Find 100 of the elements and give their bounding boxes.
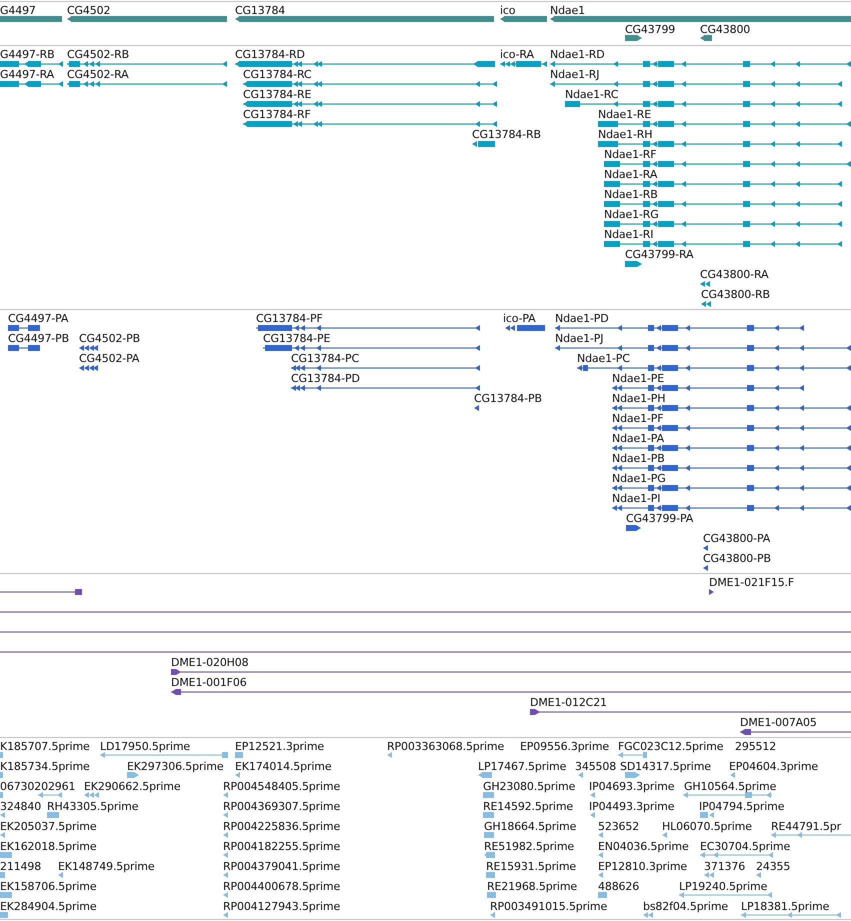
feature-label: RE15931.5prime	[486, 860, 576, 873]
feature-label: CG13784-RC	[243, 68, 312, 81]
feature-label: CG4502-PA	[79, 352, 140, 365]
feature-label: CG13784-PD	[291, 372, 360, 385]
feature-label: ico-PA	[503, 312, 536, 325]
feature-label: K185734.5prime	[0, 760, 90, 773]
feature-label: 488626	[598, 880, 640, 893]
feature-label: LD17950.5prime	[100, 740, 190, 753]
feature-label: RP004379041.5prime	[223, 860, 340, 873]
feature-label: IP04794.5prime	[699, 800, 784, 813]
feature-label: CG13784-RB	[472, 128, 541, 141]
feature-label: RP004369307.5prime	[223, 800, 340, 813]
feature-label: EP04604.3prime	[729, 760, 818, 773]
feature-label: Ndae1-RJ	[550, 68, 600, 81]
feature-label: DME1-001F06	[171, 676, 247, 689]
feature-label: ico-RA	[500, 48, 534, 61]
feature-label: CG13784-PF	[256, 312, 323, 325]
feature-label: RP004127943.5prime	[223, 900, 340, 913]
feature-label: EP09556.3prime	[520, 740, 610, 753]
feature-label: G4497	[0, 4, 36, 17]
feature-label: Ndae1-PG	[612, 472, 666, 485]
feature-label: IP04693.3prime	[589, 780, 674, 793]
feature-label: CG43800-PA	[703, 532, 770, 545]
feature-label: RP004548405.5prime	[223, 780, 340, 793]
feature-label: EK148749.5prime	[58, 860, 154, 873]
feature-label: CG43800-RB	[701, 288, 770, 301]
feature-label: Ndae1-PC	[577, 352, 630, 365]
feature-label: Ndae1-RA	[604, 168, 658, 181]
feature-label: G4497-RA	[0, 68, 54, 81]
feature-label: CG13784-PB	[474, 392, 542, 405]
feature-label: RP004182255.5prime	[223, 840, 340, 853]
feature-label: ico	[500, 4, 516, 17]
feature-label: CG13784-RD	[235, 48, 305, 61]
feature-label: EP12521.3prime	[235, 740, 324, 753]
feature-label: CG4502-RA	[67, 68, 129, 81]
feature-label: GH23080.5prime	[483, 780, 576, 793]
feature-label: CG4502	[67, 4, 110, 17]
feature-label: Ndae1-RB	[604, 188, 658, 201]
feature-label: LP19240.5prime	[679, 880, 768, 893]
feature-label: Ndae1-RD	[550, 48, 605, 61]
feature-label: CG4502-RB	[67, 48, 130, 61]
feature-label: 324840	[0, 800, 42, 813]
feature-label: RE14592.5prime	[483, 800, 574, 813]
feature-label: EK158706.5prime	[0, 880, 96, 893]
feature-label: bs82f04.5prime	[643, 900, 728, 913]
feature-label: EK297306.5prime	[127, 760, 224, 773]
feature-label: GH10564.5prime	[684, 780, 776, 793]
feature-label: 345508	[575, 760, 616, 773]
feature-label: CG4497-PA	[8, 312, 68, 325]
feature-label: EK162018.5prime	[0, 840, 96, 853]
feature-label: RH43305.5prime	[47, 800, 138, 813]
feature-label: CG13784-PE	[263, 332, 330, 345]
feature-label: CG43800-PB	[703, 552, 771, 565]
feature-label: 523652	[598, 820, 640, 833]
feature-label: CG4497-PB	[8, 332, 69, 345]
feature-label: SD14317.5prime	[620, 760, 711, 773]
feature-label: EP12810.3prime	[598, 860, 688, 873]
feature-label: EK205037.5prime	[0, 820, 96, 833]
feature-label: CG43800	[700, 23, 750, 36]
feature-label: FGC023C12.5prime	[618, 740, 724, 753]
feature-label: RP003491015.5prime	[490, 900, 608, 913]
feature-label: Ndae1-PD	[555, 312, 609, 325]
feature-label: Ndae1	[550, 4, 585, 17]
feature-label: CG13784-PC	[291, 352, 359, 365]
feature-label: 211498	[0, 860, 42, 873]
feature-label: DME1-012C21	[530, 696, 607, 709]
feature-label: RP004400678.5prime	[223, 880, 340, 893]
feature-label: DME1-021F15.F	[709, 576, 794, 589]
feature-label: 295512	[735, 740, 776, 753]
feature-label: HL06070.5prime	[662, 820, 752, 833]
feature-label: EN04036.5prime	[598, 840, 689, 853]
feature-label: CG43799	[625, 23, 676, 36]
feature-label: Ndae1-RE	[598, 108, 652, 121]
feature-label: K185707.5prime	[0, 740, 90, 753]
feature-label: 06730202961	[0, 780, 76, 793]
feature-label: Ndae1-PB	[612, 452, 665, 465]
feature-label: RE44791.5pr	[771, 820, 841, 833]
feature-label: RE21968.5prime	[487, 880, 578, 893]
feature-label: CG43799-RA	[625, 248, 694, 261]
feature-label: IP04493.3prime	[589, 800, 674, 813]
feature-label: Ndae1-RF	[604, 148, 656, 161]
feature-label: Ndae1-PA	[612, 432, 664, 445]
feature-label: LP18381.5prime	[741, 900, 830, 913]
feature-label: Ndae1-PF	[612, 412, 664, 425]
feature-label: Ndae1-RH	[598, 128, 652, 141]
feature-label: CG13784-RF	[243, 108, 311, 121]
feature-label: DME1-007A05	[740, 716, 817, 729]
feature-label: GH18664.5prime	[484, 820, 576, 833]
feature-label: CG4502-PB	[79, 332, 140, 345]
feature-label: EK284904.5prime	[0, 900, 96, 913]
feature-label: RP003363068.5prime	[387, 740, 504, 753]
feature-label: EK174014.5prime	[235, 760, 332, 773]
feature-label: LP17467.5prime	[478, 760, 566, 773]
feature-label: RP004225836.5prime	[223, 820, 340, 833]
feature-label: EK290662.5prime	[84, 780, 180, 793]
feature-label: Ndae1-PH	[612, 392, 666, 405]
feature-label: RE51982.5prime	[484, 840, 574, 853]
feature-label: Ndae1-PI	[612, 492, 660, 505]
feature-label: Ndae1-RI	[604, 228, 654, 241]
feature-label: 371376	[704, 860, 746, 873]
